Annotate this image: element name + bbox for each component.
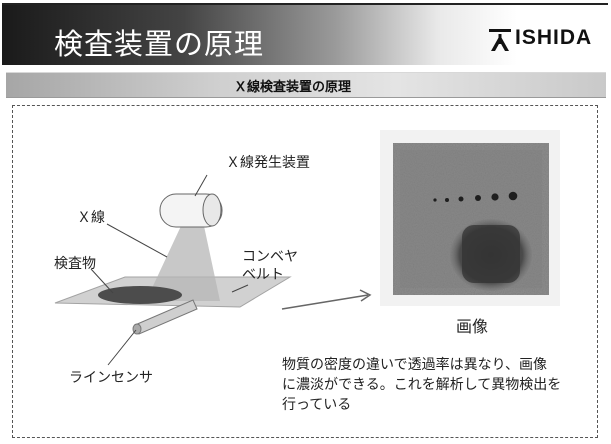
description: 物質の密度の違いで透過率は異なり、画像 に濃淡ができる。これを解析して異物検出を… [282, 355, 592, 415]
subtitle-bar: Ｘ線検査装置の原理 [6, 72, 606, 98]
description-line-1: 物質の密度の違いで透過率は異なり、画像 [282, 357, 548, 373]
label-conveyor-line2: ベルト [242, 267, 284, 283]
title-bar: 検査装置の原理 ISHIDA [2, 3, 608, 65]
foreign-object-dots [433, 191, 518, 202]
label-inspected-object: 検査物 [54, 256, 96, 272]
label-xray-generator: Ｘ線発生装置 [226, 155, 310, 171]
inspected-object [98, 286, 182, 304]
label-image: 画像 [456, 317, 489, 336]
xray-generator [159, 193, 223, 228]
ishida-logo: ISHIDA [489, 26, 601, 54]
xray-beam [146, 226, 220, 301]
label-conveyor-line1: コンベヤ [242, 249, 298, 265]
section-title: Ｘ線検査装置の原理 [234, 80, 352, 95]
label-xray: Ｘ線 [77, 210, 105, 226]
leader-lines [90, 174, 249, 366]
description-line-2: に濃淡ができる。これを解析して異物検出を [282, 377, 562, 393]
label-line-sensor: ラインセンサ [69, 370, 153, 386]
logo-text: ISHIDA [515, 26, 593, 49]
description-line-3: 行っている [282, 397, 352, 413]
page-title: 検査装置の原理 [54, 27, 265, 61]
ishida-logo-icon [489, 29, 511, 51]
arrow-to-image [281, 289, 372, 310]
xray-image [380, 130, 560, 306]
